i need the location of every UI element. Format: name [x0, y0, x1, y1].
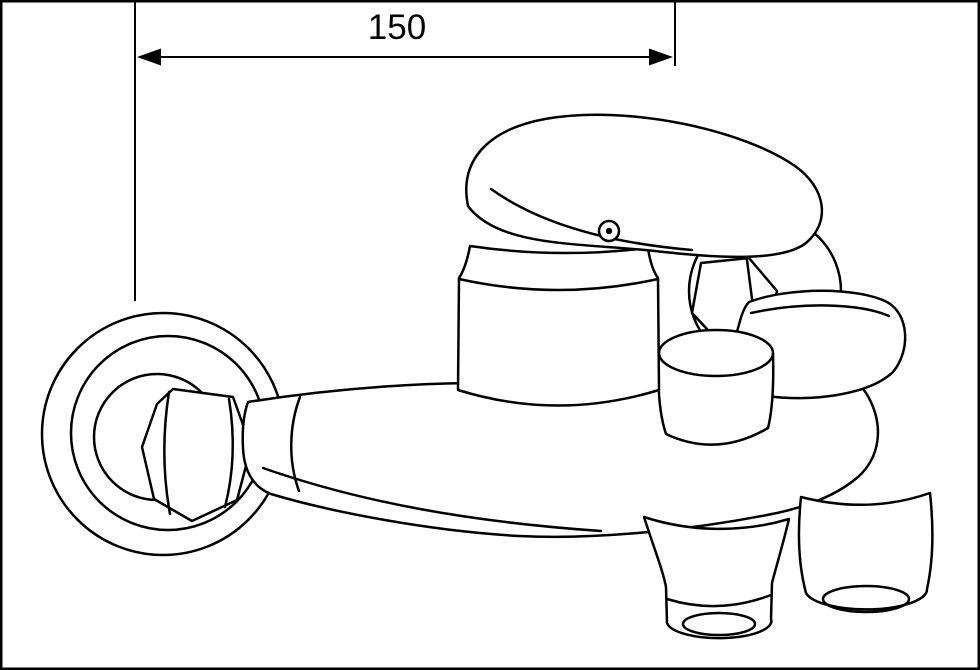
- tub-spout: [642, 515, 791, 640]
- right-outlet: [797, 491, 934, 611]
- dimension-arrow-right: [649, 48, 673, 66]
- body-highlight-line: [261, 466, 603, 533]
- handle-face-line: [489, 187, 694, 252]
- faucet-drawing: [40, 113, 934, 640]
- dimension-arrow-left: [137, 48, 161, 66]
- spout-thread-line: [665, 593, 773, 608]
- right-outlet-ellipse: [821, 584, 911, 614]
- cartridge-housing: [456, 244, 661, 407]
- mounting-hex-nut: [140, 387, 253, 523]
- dimension-annotation: 150: [134, 2, 676, 301]
- hex-facet-line-right: [223, 397, 234, 509]
- dimension-label: 150: [368, 8, 426, 47]
- temp-indicator-inner: [605, 227, 613, 235]
- body-endcap-line: [290, 395, 302, 493]
- spout-outlet-ellipse: [681, 611, 757, 637]
- shower-arm-edge-line: [749, 304, 891, 318]
- hex-facet-line-left: [163, 390, 172, 516]
- diverter-knob-top: [657, 328, 775, 378]
- cartridge-joint-line: [457, 277, 660, 292]
- lever-handle: [465, 113, 824, 259]
- diverter-knob-body: [657, 352, 775, 446]
